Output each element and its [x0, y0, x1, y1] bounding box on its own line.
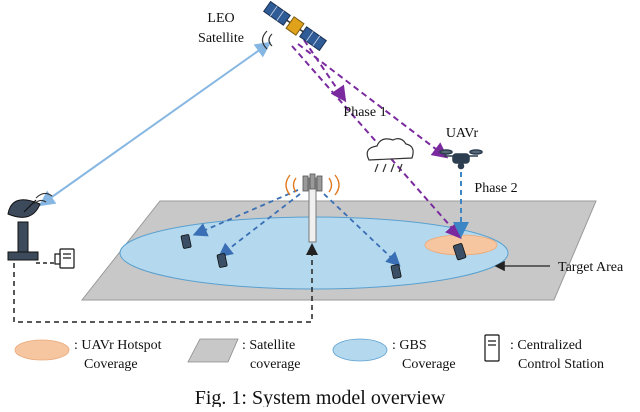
phase2-label: Phase 2 [474, 181, 517, 196]
satellite-ground-link [38, 41, 272, 207]
legend-station-swatch [484, 334, 500, 362]
phone-icon [180, 234, 467, 279]
uavr-label: UAVr [446, 126, 479, 141]
satellite-dish-icon [7, 192, 53, 261]
target-area-label: Target Area [558, 260, 624, 275]
satellite-signal-icon [261, 30, 273, 50]
satellite-icon [263, 0, 327, 52]
legend-sat-line1: : Satellite [242, 338, 295, 353]
legend-uavr-line2: Coverage [84, 357, 138, 372]
phase1-link-to-hotspot [291, 45, 462, 240]
phase1-link-to-uavr [297, 43, 449, 159]
rain-cloud-icon [366, 138, 414, 173]
legend-gbs-line1: : GBS [392, 338, 427, 353]
cell-tower-icon [285, 173, 340, 243]
legend-sat-line2: coverage [250, 357, 301, 372]
control-station-icon [54, 248, 75, 269]
legend-uavr-swatch [14, 339, 70, 361]
legend-gbs-swatch [332, 338, 388, 362]
gbs-links [192, 189, 401, 267]
legend-satellite-swatch [187, 338, 239, 363]
control-backhaul-link [13, 243, 318, 323]
figure-caption: Fig. 1: System model overview [195, 387, 446, 407]
leo-label-line2: Satellite [198, 31, 244, 46]
legend-ccs-line2: Control Station [518, 357, 604, 372]
legend-uavr-line1: : UAVr Hotspot [74, 338, 162, 353]
legend-gbs-line2: Coverage [402, 357, 456, 372]
legend: : UAVr Hotspot Coverage : Satellite cove… [14, 334, 604, 372]
legend-ccs-line1: : Centralized [510, 338, 582, 353]
leo-label-line1: LEO [207, 11, 234, 26]
drone-icon [439, 149, 483, 170]
phase1-label: Phase 1 [343, 105, 386, 120]
phase1-link-to-phase-label [303, 39, 347, 103]
